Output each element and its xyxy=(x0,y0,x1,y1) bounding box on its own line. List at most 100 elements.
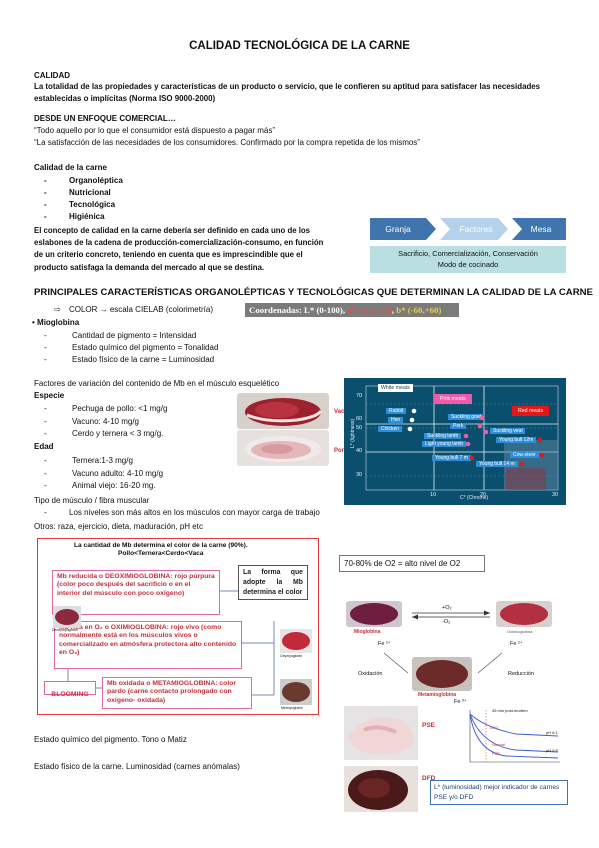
calidad-carne-list: Organoléptica Nutricional Tecnológica Hi… xyxy=(34,176,284,223)
list-item: Nutricional xyxy=(34,188,284,199)
edad-list: Ternera:1-3 mg/g Vacuno adulto: 4-10 mg/… xyxy=(34,455,163,493)
list-item: Cerdo y ternera < 3 mg/g. xyxy=(34,428,167,441)
mb-header-1: La cantidad de Mb determina el color de … xyxy=(74,542,248,549)
tipo-list: Los niveles son más altos en los músculo… xyxy=(34,508,320,519)
label-metamioglobina: Metamioglobina xyxy=(418,692,457,698)
pigment-cycle: Mioglobina Oximioglobina Metamioglobina … xyxy=(342,597,566,707)
metmyoglobin-box: Mb oxidada o METAMIOGLOBINA: color pardo… xyxy=(102,677,252,709)
list-item: Tecnológica xyxy=(34,200,284,211)
calidad-carne-paragraph: El concepto de calidad en la carne deber… xyxy=(34,226,324,272)
list-item: Cantidad de pigmento = Intensidad xyxy=(34,330,218,342)
chart-ytick: 40 xyxy=(356,448,363,454)
label-oximioglobina: Oximioglobina xyxy=(507,629,533,634)
ph-graph: 45 min post-mortem DFD Normal PSE pH 6.1… xyxy=(456,706,566,768)
label-mioglobina: Mioglobina xyxy=(354,629,381,635)
pork-photo xyxy=(237,430,329,466)
forma-box: La forma que adopte la Mb determina el c… xyxy=(238,565,308,601)
calidad-line-2: establecidas o implícitas (Norma ISO 900… xyxy=(34,94,216,103)
meat-label-suckling-lamb: Suckling lamb xyxy=(424,433,462,439)
cycle-graphics xyxy=(346,601,552,691)
oxy-photo xyxy=(280,629,312,653)
label-dfd: DFD xyxy=(422,775,436,782)
edad-label: Edad xyxy=(34,442,54,451)
list-item: Ternera:1-3 mg/g xyxy=(34,455,163,468)
cielab-coordinates: Coordenadas: L* (0-100), a* (-60,+60), b… xyxy=(245,303,459,317)
label-pse: PSE xyxy=(422,722,436,729)
label-plus-o2: +O₂ xyxy=(442,605,452,611)
enfoque-quote-1: “Todo aquello por lo que el consumidor e… xyxy=(34,126,276,135)
especie-label: Especie xyxy=(34,391,65,400)
beef-photo xyxy=(237,393,329,429)
arrow-icon: ⇨ xyxy=(54,305,61,314)
caption-oxy: Oxymyoglobin xyxy=(280,654,303,658)
group-white-meats: White meats xyxy=(378,384,413,392)
chart-xtick: 10 xyxy=(430,492,437,498)
chart-ytick: 70 xyxy=(356,393,363,399)
chart-xlabel: C* (Chrome) xyxy=(460,495,489,501)
tipo-label: Tipo de músculo / fibra muscular xyxy=(34,496,150,505)
chart-ytick: 60 xyxy=(356,416,363,422)
ph-label-high: pH 6.1 xyxy=(546,730,558,735)
curve-dfd: DFD xyxy=(490,725,499,730)
enfoque-quote-2: “La satisfacción de las necesidades de l… xyxy=(34,138,420,147)
meat-label-suckling-goat: Suckling goat xyxy=(448,414,485,420)
pse-photo xyxy=(344,706,418,760)
luminosidad-box: L* (luminosidad) mejor indicador de carn… xyxy=(430,780,568,805)
list-item: Animal viejo: 16-20 mg. xyxy=(34,480,163,493)
flow-caption: Sacrificio, Comercialización, Conservaci… xyxy=(370,246,566,273)
chart-ytick: 50 xyxy=(356,425,363,431)
caption-met: Metmyoglobin xyxy=(281,706,303,710)
oxymyoglobin-box: Mb rica en O₂ o OXIMIOGLOBINA: rojo vivo… xyxy=(54,621,242,669)
color-line: ⇨ COLOR → escala CIELAB (colorimetría) xyxy=(54,305,213,314)
otros-line: Otros: raza, ejercicio, dieta, maduració… xyxy=(34,522,203,531)
list-item: Pechuga de pollo: <1 mg/g xyxy=(34,403,167,416)
label-fe2-right: Fe ²⁺ xyxy=(510,641,523,647)
chart-ytick: 30 xyxy=(356,472,363,478)
group-pink-meats: Pink meats xyxy=(434,394,472,404)
list-item: Estado físico de la carne = Luminosidad xyxy=(34,354,218,366)
list-item: Vacuno: 4-10 mg/g xyxy=(34,416,167,429)
label-fe2-left: Fe ²⁺ xyxy=(378,641,391,647)
label-minus-o2: -O₂ xyxy=(442,619,451,625)
enfoque-heading: DESDE UN ENFOQUE COMERCIAL… xyxy=(34,114,176,123)
meat-label-cow-steer: Cow-steer xyxy=(510,452,539,458)
label-fe3: Fe ³⁺ xyxy=(454,699,467,705)
meat-label-young-bull-7m: Young bull 7 m xyxy=(432,455,471,461)
coord-part-1: , xyxy=(342,305,348,315)
page-title: CALIDAD TECNOLÓGICA DE LA CARNE xyxy=(189,40,410,52)
meat-label-light-young-lamb: Light young lamb xyxy=(422,441,467,447)
chart-xtick: 20 xyxy=(480,492,487,498)
mb-connectors xyxy=(67,590,275,696)
o2-note: 70-80% de O2 = alto nivel de O2 xyxy=(339,555,485,572)
met-photo xyxy=(280,679,312,705)
flow-arrows xyxy=(370,218,566,240)
meat-label-rabbit: Rabbit xyxy=(386,408,407,414)
meat-label-suckling-veal: Suckling veal xyxy=(490,428,526,434)
principales-heading: PRINCIPALES CARACTERÍSTICAS ORGANOLÉPTIC… xyxy=(34,287,593,298)
calidad-heading: CALIDAD xyxy=(34,71,70,80)
meat-color-chart: L* (lightness) 70 60 50 40 30 10 20 30 C… xyxy=(344,378,566,505)
list-item: Los niveles son más altos en los músculo… xyxy=(34,508,320,519)
coord-part-2: a* (-60,+60) xyxy=(347,305,392,315)
estado-quimico: Estado químico del pigmento. Tono o Mati… xyxy=(34,735,187,744)
mioglobina-heading: • Mioglobina xyxy=(32,318,80,327)
estado-fisico: Estado físico de la carne. Luminosidad (… xyxy=(34,762,240,771)
list-item: Estado químico del pigmento = Tonalidad xyxy=(34,342,218,354)
ph-graph-svg xyxy=(469,710,560,763)
coord-part-0: L* (0-100) xyxy=(304,305,343,315)
mb-diagram: La cantidad de Mb determina el color de … xyxy=(37,538,319,715)
meat-label-hen: Hen xyxy=(388,417,404,423)
factores-heading: Factores de variación del contenido de M… xyxy=(34,379,280,388)
list-item: Vacuno adulto: 4-10 mg/g xyxy=(34,468,163,481)
flow-label-granja: Granja xyxy=(385,224,411,234)
flow-label-mesa: Mesa xyxy=(530,224,552,234)
coord-part-3: , xyxy=(391,305,397,315)
meat-label-young-bull-12m: Young bull 12m xyxy=(496,437,537,443)
calidad-carne-heading: Calidad de la carne xyxy=(34,163,107,172)
meat-chart-dots xyxy=(407,408,545,467)
chart-xtick: 30 xyxy=(552,492,559,498)
deoxy-photo xyxy=(53,606,81,628)
dfd-photo xyxy=(344,766,418,812)
meat-label-chicken: Chicken xyxy=(378,426,403,432)
list-item: Higiénica xyxy=(34,212,284,223)
